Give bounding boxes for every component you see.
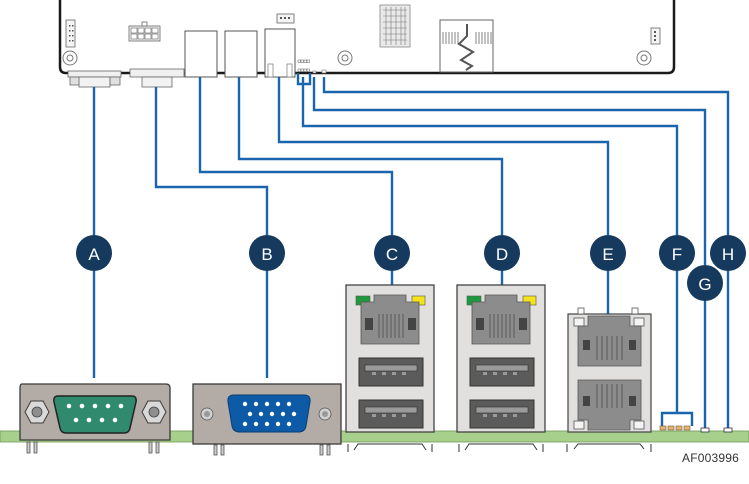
rj45-latch xyxy=(476,318,484,330)
usb-pin xyxy=(402,414,406,417)
usb-tongue xyxy=(475,364,529,372)
status-led xyxy=(700,427,710,433)
callout-letter: B xyxy=(261,245,272,264)
stack-pins xyxy=(347,443,433,452)
mounting-hole xyxy=(62,50,78,66)
top-led-bracket xyxy=(296,73,312,86)
callout-circle xyxy=(590,235,626,271)
usb-port xyxy=(469,399,535,429)
leader-line-c xyxy=(198,77,394,285)
usb-pin xyxy=(483,414,487,417)
top-stack-1 xyxy=(184,30,218,78)
leader-lines xyxy=(92,73,730,430)
usb-pin xyxy=(493,372,497,375)
fan-header xyxy=(276,13,295,24)
usb-pin xyxy=(372,414,376,417)
rj45-latch xyxy=(519,318,527,330)
power-connector xyxy=(128,21,161,42)
callouts: A B C D E FGH xyxy=(76,235,746,301)
mounting-hole xyxy=(337,50,353,66)
callout-circle xyxy=(374,235,410,271)
rj45-pins xyxy=(566,443,652,452)
callout-e: E xyxy=(590,235,626,271)
leader-line-d xyxy=(237,77,504,285)
leader-line-f xyxy=(301,77,679,413)
callout-circle xyxy=(76,235,112,271)
usb-pin xyxy=(382,372,386,375)
usb-pin xyxy=(503,372,507,375)
top-rj45 xyxy=(264,28,296,78)
leader-line-e xyxy=(277,77,610,314)
usb-pin xyxy=(382,414,386,417)
usb-tongue xyxy=(364,406,418,414)
rj45-port xyxy=(360,294,420,345)
callout-letter: E xyxy=(602,245,613,264)
usb-pin xyxy=(513,372,517,375)
usb-tongue xyxy=(475,406,529,414)
callout-letter: F xyxy=(672,245,682,264)
leader-line-g xyxy=(312,77,707,430)
top-leds xyxy=(297,59,327,74)
leader-line-h xyxy=(322,77,730,430)
callout-a: A xyxy=(76,235,112,271)
mounting-hole xyxy=(636,50,652,66)
rj45-latch xyxy=(365,318,373,330)
serial-port xyxy=(19,383,171,454)
usb-port xyxy=(469,357,535,387)
stack-pins xyxy=(458,443,544,452)
callout-letter: C xyxy=(386,245,398,264)
callout-circle xyxy=(687,265,723,301)
callout-letter: G xyxy=(698,275,711,294)
diagnostic-leds xyxy=(659,425,691,431)
rj45-port xyxy=(471,294,531,345)
callout-letter: A xyxy=(88,245,100,264)
callout-circle xyxy=(659,235,695,271)
usb-tongue xyxy=(364,364,418,372)
usb-port xyxy=(358,399,424,429)
small-header xyxy=(650,27,661,45)
heatsink xyxy=(439,19,494,73)
id-led xyxy=(723,427,733,433)
top-stack-2 xyxy=(224,30,258,78)
video-port xyxy=(192,383,342,456)
header-connector xyxy=(65,19,76,48)
callout-b: B xyxy=(249,235,285,271)
usb-pin xyxy=(372,372,376,375)
callout-circle xyxy=(249,235,285,271)
usb-pin xyxy=(392,372,396,375)
callout-letter: D xyxy=(496,245,508,264)
usb-pin xyxy=(513,414,517,417)
motherboard xyxy=(58,0,676,88)
callout-g: G xyxy=(687,265,723,301)
led-bracket xyxy=(660,411,694,426)
rj45-usb-stack-1 xyxy=(345,284,435,452)
callout-circle xyxy=(484,235,520,271)
usb-pin xyxy=(392,414,396,417)
usb-pin xyxy=(402,372,406,375)
usb-pin xyxy=(503,414,507,417)
dual-rj45 xyxy=(566,307,652,452)
callout-f: F xyxy=(659,235,695,271)
callout-circle xyxy=(710,235,746,271)
rj45-usb-stack-2 xyxy=(456,284,546,452)
chip xyxy=(379,4,411,48)
usb-pin xyxy=(483,372,487,375)
top-vga xyxy=(129,68,185,88)
usb-port xyxy=(358,357,424,387)
callout-c: C xyxy=(374,235,410,271)
figure-id: AF003996 xyxy=(682,451,739,465)
rj45-latch xyxy=(408,318,416,330)
callout-d: D xyxy=(484,235,520,271)
callout-h: H xyxy=(710,235,746,271)
callout-letter: H xyxy=(722,245,734,264)
leader-line-b xyxy=(154,87,269,378)
top-serial xyxy=(67,70,122,88)
usb-pin xyxy=(493,414,497,417)
